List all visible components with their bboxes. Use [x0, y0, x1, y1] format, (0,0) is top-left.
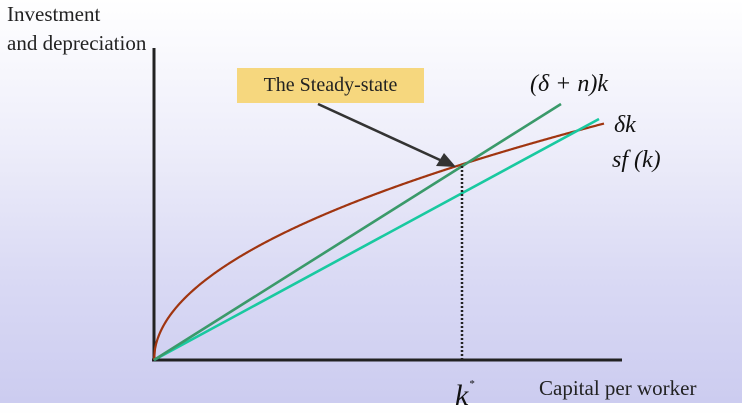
k-star-superscript: * [469, 378, 475, 390]
k-star-marker: k* [455, 367, 475, 413]
investment-curve [152, 122, 605, 361]
steady-state-callout: The Steady-state [237, 68, 424, 103]
y-axis-title-line2: and depreciation [7, 31, 147, 55]
depreciation-label: δk [614, 112, 636, 138]
y-axis-title: Investment and depreciation [7, 0, 146, 58]
y-axis-title-line1: Investment [7, 2, 101, 26]
depreciation-line [153, 117, 600, 362]
k-star-letter: k [455, 379, 469, 412]
breakeven-label: (δ + n)k [530, 71, 608, 97]
callout-arrow-shaft [317, 102, 441, 162]
x-axis-title: Capital per worker [539, 376, 697, 400]
breakeven-line [153, 102, 562, 362]
diagram-canvas [152, 48, 622, 362]
callout-arrow-head [436, 153, 456, 167]
investment-label: sf (k) [612, 147, 661, 173]
